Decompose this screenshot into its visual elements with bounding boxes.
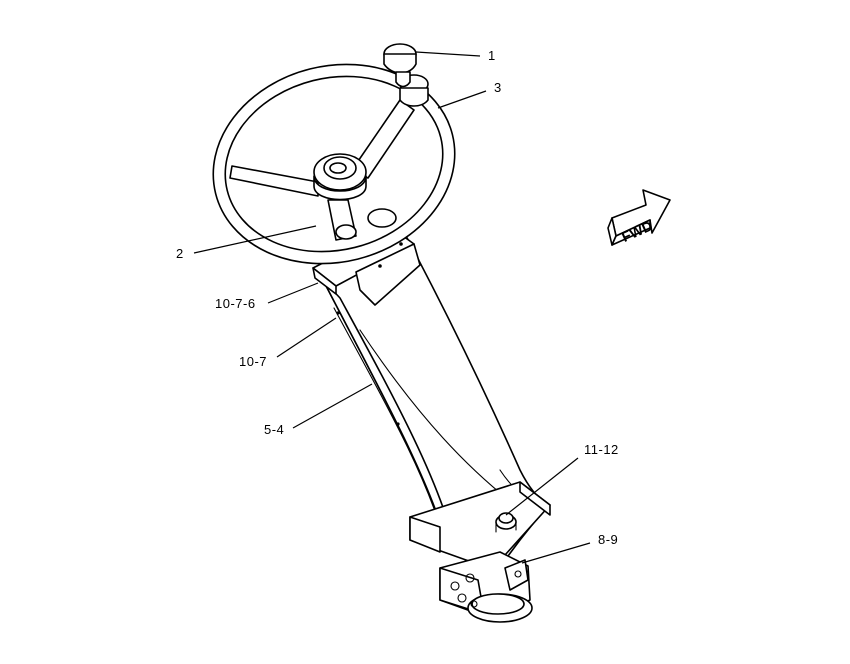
callout-1: 1 <box>488 48 496 63</box>
steering-control-valve <box>439 551 533 623</box>
lower-bracket <box>409 481 551 566</box>
leader-11-12 <box>505 457 579 516</box>
leader-10-7 <box>276 317 337 358</box>
callout-5-4: 5-4 <box>264 422 284 437</box>
leader-1 <box>415 51 481 57</box>
leader-3 <box>437 90 487 109</box>
callout-3: 3 <box>494 80 502 95</box>
forward-arrow-icon: FWD <box>607 189 671 246</box>
leader-5-4 <box>292 383 373 429</box>
callout-10-7-6: 10-7-6 <box>215 296 256 311</box>
steering-wheel <box>212 43 456 265</box>
leader-8-9 <box>521 542 591 564</box>
leader-lines <box>193 51 591 564</box>
callout-2: 2 <box>176 246 184 261</box>
leader-10-7-6 <box>267 282 319 304</box>
callout-11-12: 11-12 <box>584 442 619 457</box>
callout-8-9: 8-9 <box>598 532 618 547</box>
callout-10-7: 10-7 <box>239 354 267 369</box>
leader-2 <box>193 225 317 254</box>
